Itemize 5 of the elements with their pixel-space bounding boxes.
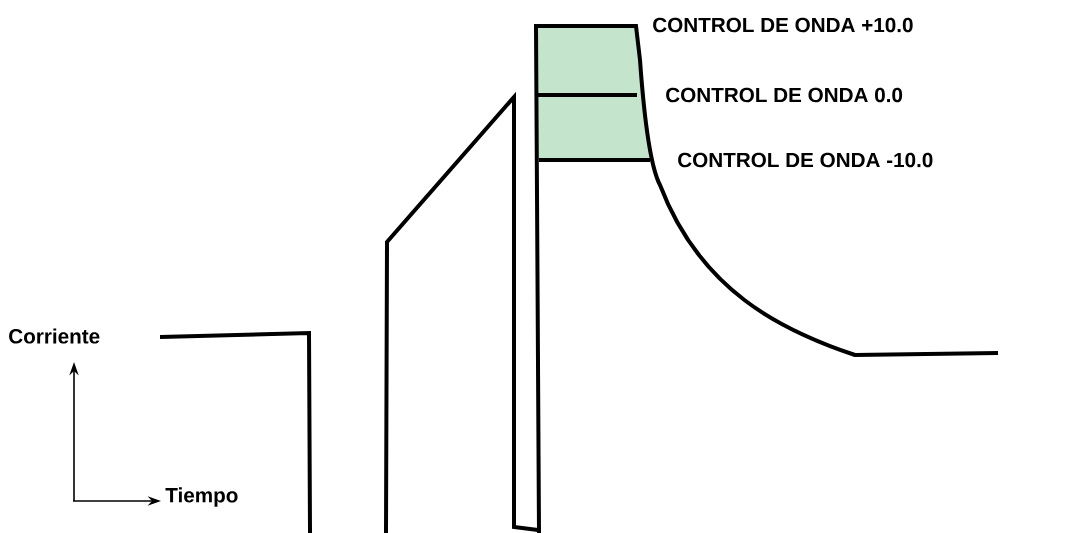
axis-label: Corriente bbox=[9, 328, 100, 344]
wave-control-label: CONTROL DE ONDA 0.0 bbox=[666, 87, 903, 103]
wave-control-label: CONTROL DE ONDA -10.0 bbox=[678, 152, 933, 168]
axis-label: Tiempo bbox=[165, 487, 238, 507]
wave-control-label: CONTROL DE ONDA +10.0 bbox=[653, 17, 913, 33]
